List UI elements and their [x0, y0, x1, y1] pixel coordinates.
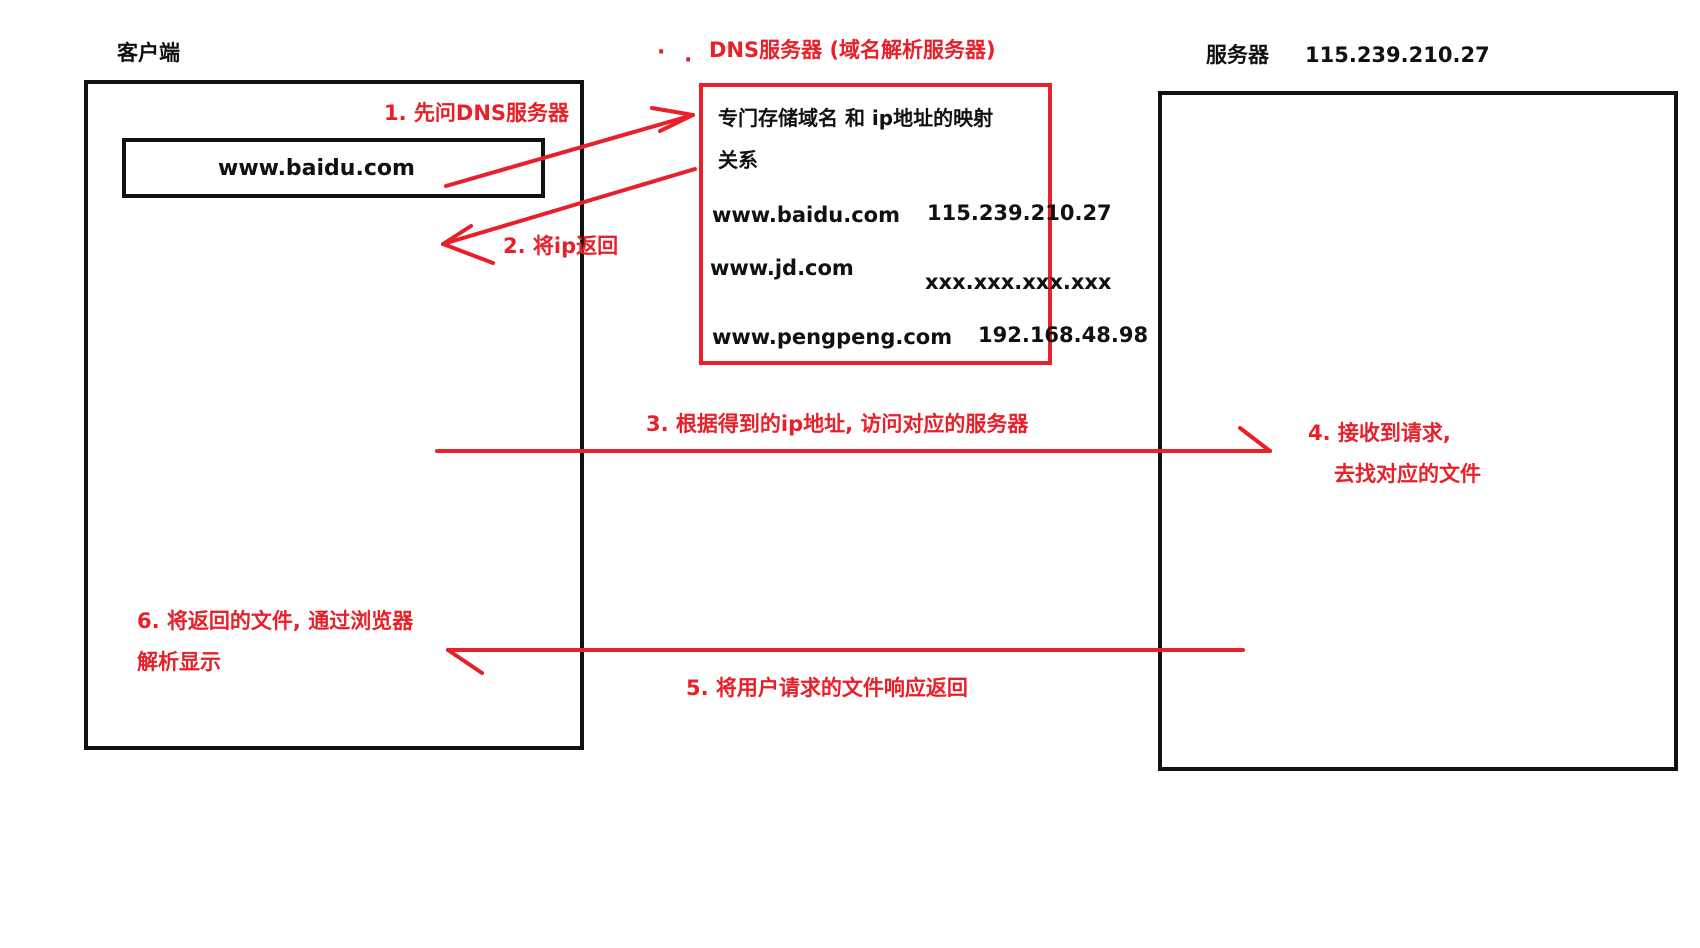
step5-label: 5. 将用户请求的文件响应返回 — [686, 676, 968, 700]
dns-record-domain: www.jd.com — [710, 256, 854, 280]
dns-desc-line1: 专门存储域名 和 ip地址的映射 — [718, 106, 994, 130]
dns-record-domain: www.pengpeng.com — [712, 325, 953, 349]
dns-dot-2: · — [684, 48, 693, 73]
arrow-step1-head — [650, 106, 695, 133]
server-box — [1158, 91, 1678, 771]
dns-record-ip: xxx.xxx.xxx.xxx — [925, 270, 1112, 294]
dns-title: DNS服务器 (域名解析服务器) — [709, 38, 996, 62]
server-title: 服务器 — [1206, 43, 1269, 67]
client-url-text: www.baidu.com — [218, 156, 415, 181]
dns-record-ip: 115.239.210.27 — [927, 201, 1112, 225]
dns-desc-line2: 关系 — [718, 148, 758, 172]
dns-box — [699, 83, 1052, 365]
step4-label-line2: 去找对应的文件 — [1334, 462, 1481, 486]
client-title: 客户端 — [117, 41, 180, 65]
client-box — [84, 80, 584, 750]
dns-dot-1: · — [657, 40, 666, 65]
dns-record-domain: www.baidu.com — [712, 203, 900, 227]
step2-label: 2. 将ip返回 — [503, 234, 619, 258]
step6-label-line2: 解析显示 — [137, 650, 221, 674]
step3-label: 3. 根据得到的ip地址, 访问对应的服务器 — [646, 412, 1029, 436]
step4-label-line1: 4. 接收到请求, — [1308, 421, 1451, 445]
step1-label: 1. 先问DNS服务器 — [384, 101, 570, 125]
dns-record-ip: 192.168.48.98 — [978, 323, 1149, 347]
step6-label-line1: 6. 将返回的文件, 通过浏览器 — [137, 609, 414, 633]
server-ip: 115.239.210.27 — [1305, 43, 1490, 67]
